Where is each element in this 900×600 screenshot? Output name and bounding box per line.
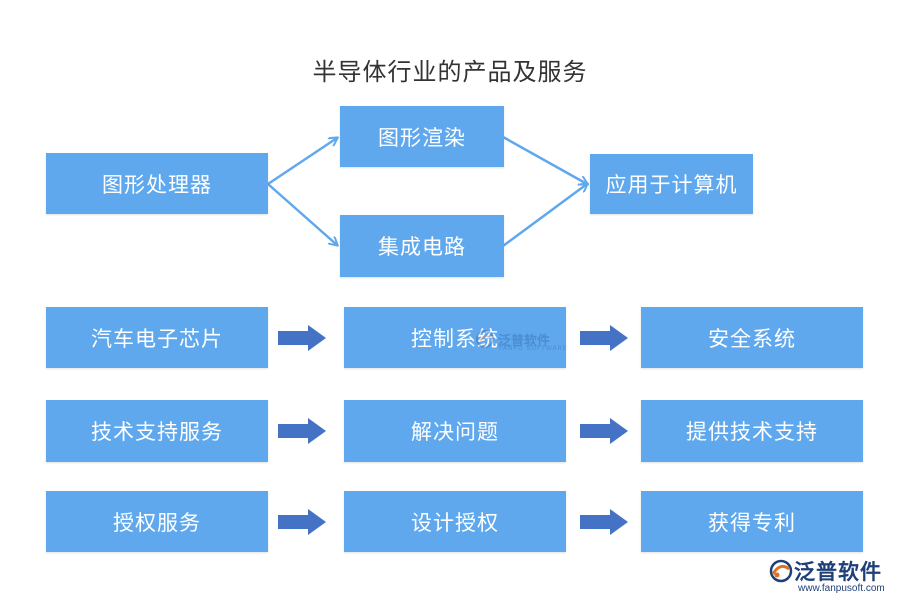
- box-graphics-processor: 图形处理器: [46, 153, 268, 214]
- block-arrow-row1-b: [580, 325, 628, 351]
- block-arrow-row2-b: [580, 418, 628, 444]
- arrow-source-to-branch2: [267, 183, 337, 245]
- box-row1-col3: 安全系统: [641, 307, 863, 368]
- box-row1-col1: 汽车电子芯片: [46, 307, 268, 368]
- brand-logo-text: 泛普软件: [794, 560, 882, 584]
- box-row3-col3: 获得专利: [641, 491, 863, 552]
- watermark-center: 泛普软件 FANPU SOFTWARE: [475, 326, 595, 352]
- block-arrow-row1-a: [278, 325, 326, 351]
- arrow-branch2-to-target: [502, 184, 587, 248]
- brand-logo-icon: [769, 559, 793, 583]
- box-row2-col1: 技术支持服务: [46, 400, 268, 462]
- box-row2-col2: 解决问题: [344, 400, 566, 462]
- brand-logo-url: www.fanpusoft.com: [798, 583, 885, 594]
- box-row2-col3: 提供技术支持: [641, 400, 863, 462]
- box-row1-col2: 控制系统: [344, 307, 566, 368]
- arrow-source-to-branch1: [267, 138, 337, 186]
- watermark-text: 泛普软件: [498, 333, 551, 349]
- block-arrow-row3-b: [580, 509, 628, 535]
- box-graphics-rendering: 图形渲染: [340, 106, 504, 167]
- box-row3-col2: 设计授权: [344, 491, 566, 552]
- box-computer-application: 应用于计算机: [590, 154, 753, 214]
- watermark-logo-icon: [476, 330, 494, 348]
- box-row3-col1: 授权服务: [46, 491, 268, 552]
- block-arrow-row2-a: [278, 418, 326, 444]
- arrow-branch1-to-target: [502, 135, 587, 184]
- brand-logo: 泛普软件 www.fanpusoft.com: [768, 556, 894, 596]
- diagram-title: 半导体行业的产品及服务: [312, 58, 588, 86]
- block-arrow-row3-a: [278, 509, 326, 535]
- box-integrated-circuit: 集成电路: [340, 215, 504, 277]
- watermark-subtext: FANPU SOFTWARE: [499, 345, 568, 352]
